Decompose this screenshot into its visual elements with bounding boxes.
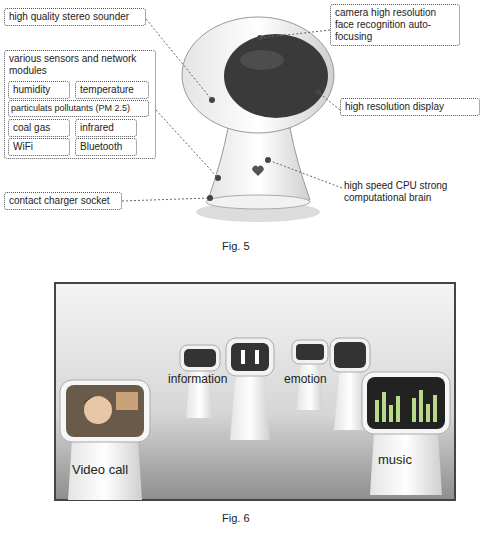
text-label: emotion [284, 372, 327, 386]
callout-text: infrared [80, 122, 132, 134]
sensor-box: Bluetooth [75, 138, 137, 156]
callout-text: Bluetooth [80, 141, 132, 153]
callout-text: WiFi [13, 141, 65, 153]
sensor-box: coal gas [8, 119, 70, 137]
callout-text: temperature [80, 84, 144, 96]
callout-text: high resolution display [345, 101, 475, 113]
callout-text: particulats pollutants (PM 2.5) [11, 103, 146, 114]
sensor-box: infrared [75, 119, 137, 137]
photo-panel [55, 283, 455, 500]
sensor-box: WiFi [8, 138, 70, 156]
text-label: high speed CPU strong computational brai… [344, 180, 484, 204]
callout-text: coal gas [13, 122, 65, 134]
callout-box: various sensors and network modules humid… [4, 50, 156, 159]
sensor-box: humidity [8, 81, 70, 99]
figure-label: Fig. 5 [222, 240, 250, 253]
callout-text: camera high resolution face recognition … [335, 7, 455, 43]
sensor-box: particulats pollutants (PM 2.5) [8, 100, 149, 117]
callout-text: various sensors and network modules [9, 53, 151, 77]
callout-box: high quality stereo sounder [4, 8, 146, 26]
figure-label: Fig. 6 [222, 512, 250, 525]
sensor-box: temperature [75, 81, 149, 99]
callout-text: high quality stereo sounder [9, 11, 141, 23]
callout-box: contact charger socket [4, 192, 122, 210]
text-label: information [168, 372, 227, 386]
callout-text: humidity [13, 84, 65, 96]
callout-text: contact charger socket [9, 195, 117, 207]
robot-figure [182, 17, 334, 222]
callout-box: high resolution display [340, 98, 480, 116]
text-label: music [378, 452, 412, 468]
callout-box: camera high resolution face recognition … [330, 4, 460, 46]
text-label: Video call [72, 462, 128, 478]
